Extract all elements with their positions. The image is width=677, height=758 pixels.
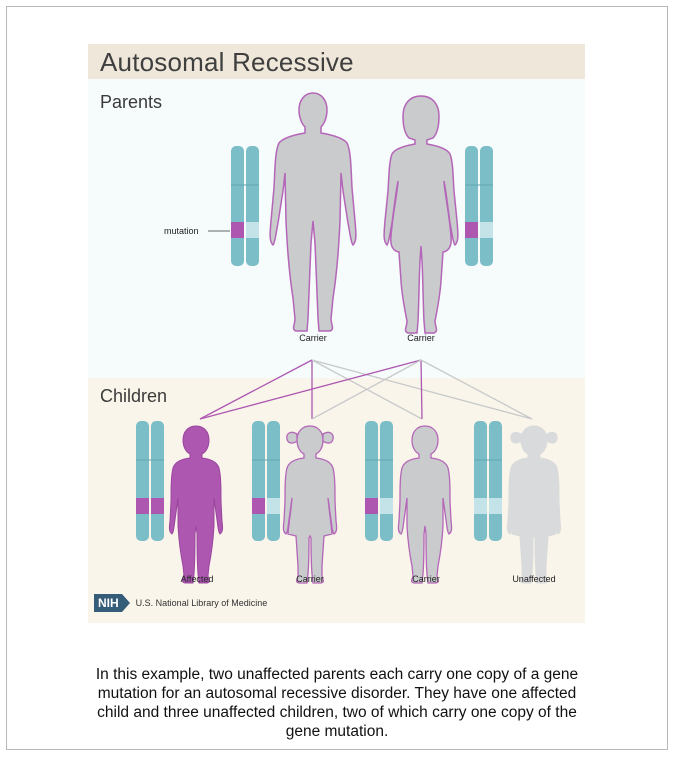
parent-1-chromosomes bbox=[231, 146, 259, 266]
title-bar: Autosomal Recessive bbox=[88, 44, 585, 79]
nih-logo: NIH U.S. National Library of Medicine bbox=[94, 594, 267, 612]
nih-arrow-icon bbox=[121, 594, 130, 612]
child-3-figure bbox=[397, 425, 453, 584]
mother-figure bbox=[383, 95, 459, 334]
child-3-chromosomes bbox=[365, 421, 393, 541]
parent-2-status: Carrier bbox=[407, 333, 435, 343]
mutation-label: mutation bbox=[164, 226, 199, 236]
child-2-status: Carrier bbox=[296, 574, 324, 584]
diagram-graphics: mutation Carrier Carrier bbox=[136, 92, 562, 584]
child-1-status: Affected bbox=[181, 574, 214, 584]
father-figure bbox=[269, 92, 357, 332]
nih-badge: NIH bbox=[94, 594, 122, 612]
child-2-chromosomes bbox=[252, 421, 280, 541]
children-label: Children bbox=[100, 386, 168, 406]
child-1-chromosomes bbox=[136, 421, 164, 541]
child-2-figure bbox=[282, 425, 338, 584]
nih-logo-text: U.S. National Library of Medicine bbox=[135, 598, 268, 608]
parent-1-status: Carrier bbox=[299, 333, 327, 343]
inheritance-lines bbox=[199, 359, 533, 420]
parents-label: Parents bbox=[100, 92, 163, 112]
diagram-title: Autosomal Recessive bbox=[100, 47, 354, 77]
figure-caption: In this example, two unaffected parents … bbox=[95, 666, 579, 740]
child-4-figure bbox=[506, 425, 562, 584]
child-1-figure bbox=[168, 425, 224, 584]
child-4-chromosomes bbox=[474, 421, 502, 541]
child-3-status: Carrier bbox=[412, 574, 440, 584]
parent-2-chromosomes bbox=[465, 146, 493, 266]
child-4-status: Unaffected bbox=[512, 574, 555, 584]
inheritance-diagram: Autosomal Recessive Parents Children mut… bbox=[88, 44, 585, 623]
